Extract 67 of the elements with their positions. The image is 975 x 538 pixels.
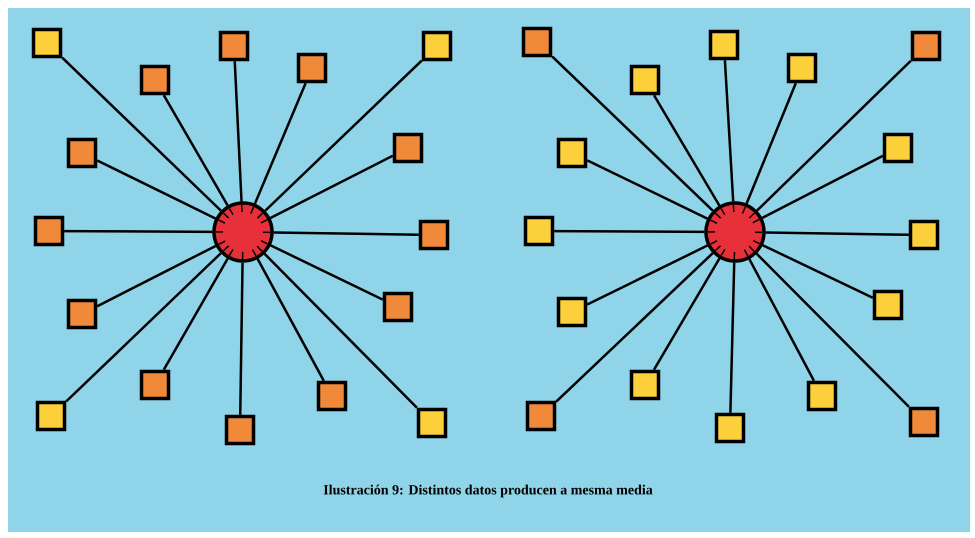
square-box [140, 64, 170, 96]
connector-line [270, 244, 384, 301]
square-box [296, 52, 328, 84]
square-box [556, 296, 588, 328]
connector-line [254, 82, 307, 204]
connector-line [762, 244, 874, 299]
square-box [526, 400, 556, 432]
connector-line [586, 244, 708, 306]
square-box [140, 370, 170, 400]
square-box [630, 64, 660, 96]
square-box [882, 132, 914, 164]
square-box [524, 216, 554, 246]
square-box [714, 412, 746, 444]
square-box [708, 30, 740, 60]
square-box [66, 298, 98, 330]
square-box [32, 28, 62, 58]
square-box [556, 138, 588, 168]
connector-line [162, 258, 229, 370]
connector-line [652, 94, 720, 206]
square-box [382, 292, 414, 322]
connector-line [61, 56, 222, 212]
connector-line [555, 252, 714, 402]
square-box [872, 290, 904, 320]
square-box [224, 414, 256, 446]
square-box [910, 30, 942, 62]
connector-line [64, 230, 212, 234]
connector-line [264, 252, 418, 409]
connector-line [239, 262, 244, 415]
connector-line [766, 231, 909, 236]
square-box [522, 26, 552, 58]
square-box [66, 138, 98, 168]
square-box [908, 220, 940, 250]
square-box [392, 132, 424, 164]
connector-line [745, 82, 797, 204]
square-box [218, 30, 250, 62]
connector-line [724, 60, 734, 202]
connector-line [96, 244, 216, 308]
connector-line [65, 252, 222, 402]
connector-line [756, 252, 910, 408]
square-box [416, 408, 448, 438]
square-box [806, 380, 838, 412]
square-box [630, 370, 660, 400]
connector-line [729, 262, 736, 413]
connector-line [256, 258, 325, 382]
square-box [786, 52, 818, 84]
square-box [316, 380, 348, 412]
square-box [418, 220, 450, 250]
connector-line [274, 231, 419, 236]
square-box [36, 400, 66, 432]
caption: Ilustración 9: Distintos datos producen a mesma media [324, 484, 653, 498]
connector-line [762, 154, 884, 220]
connector-line [652, 258, 720, 370]
square-box [422, 30, 452, 62]
connector-line [554, 230, 704, 234]
connector-line [748, 258, 816, 382]
connector-line [234, 61, 243, 202]
connector-line [162, 94, 229, 206]
connector-line [756, 60, 912, 212]
connector-line [264, 60, 423, 212]
square-box [908, 406, 940, 438]
connector-line [96, 159, 216, 220]
square-box [34, 216, 64, 246]
hub-circle [704, 201, 766, 263]
connector-line [551, 56, 714, 212]
connector-line [586, 159, 708, 220]
hub-circle [212, 201, 274, 263]
connector-line [270, 154, 394, 220]
